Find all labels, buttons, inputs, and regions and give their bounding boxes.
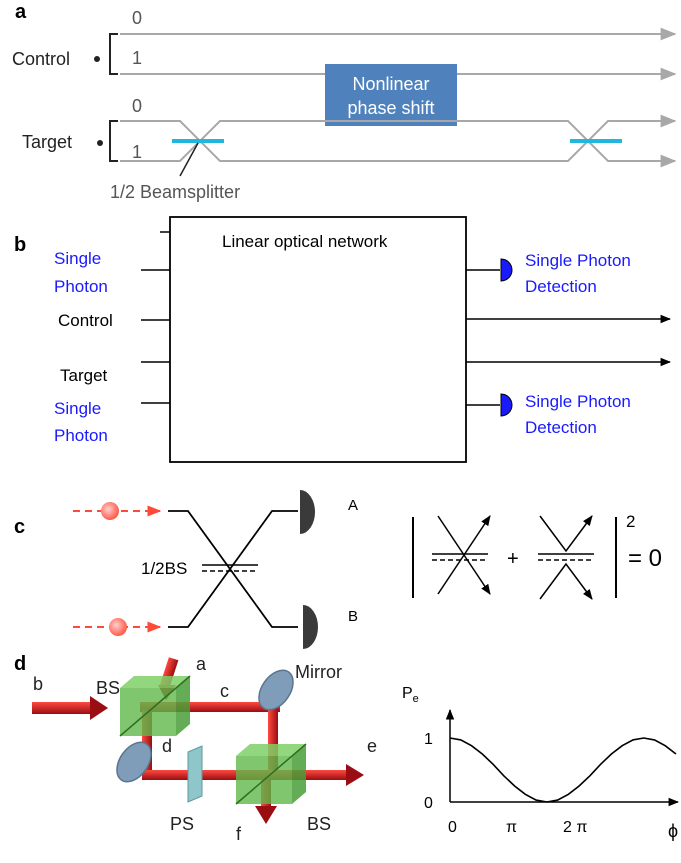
detection-2-line-1: Single Photon: [525, 392, 631, 411]
single-photon-1-line-1: Single: [54, 249, 101, 268]
chart-xtick-0: 0: [448, 819, 457, 836]
beam-e-arrowhead: [346, 764, 364, 786]
target-input-label: Target: [60, 366, 108, 385]
label-b: b: [33, 674, 43, 694]
detector-1-icon: [500, 258, 513, 282]
mirror-bottom-icon: [116, 741, 152, 783]
chart-ylabel: Pe: [402, 685, 419, 705]
detection-2-line-2: Detection: [525, 418, 597, 437]
label-bs-2: BS: [307, 814, 331, 834]
label-a: a: [196, 654, 207, 674]
target-bracket: [109, 120, 118, 162]
panel-d: d a b c: [14, 653, 377, 844]
target-bit-0: 0: [132, 96, 142, 116]
panel-a-label: a: [15, 1, 27, 23]
single-photon-1-line-2: Photon: [54, 277, 108, 296]
chart-ytick-0: 0: [424, 795, 433, 812]
panel-b-label: b: [14, 234, 26, 256]
path-lower: [168, 510, 298, 628]
target-rail-0: [120, 114, 677, 162]
label-e: e: [367, 736, 377, 756]
label-f: f: [236, 824, 242, 844]
plus-sign: +: [507, 548, 519, 570]
beamsplitter-cube-2: [235, 743, 307, 805]
detector-2-icon: [500, 393, 513, 417]
chart-xtick-2pi: 2 π: [563, 819, 587, 836]
panel-c-label: c: [14, 516, 25, 538]
chart-ylabel-sub: e: [413, 693, 419, 705]
single-photon-2-line-1: Single: [54, 399, 101, 418]
exponent: 2: [626, 512, 635, 531]
chart-series-line: [449, 737, 677, 803]
label-ps: PS: [170, 814, 194, 834]
beam-f-arrowhead: [255, 806, 277, 824]
bs-label: 1/2BS: [141, 559, 187, 578]
photon-2: [109, 618, 127, 636]
detection-1-line-1: Single Photon: [525, 251, 631, 270]
reflected-diagram: [538, 515, 594, 600]
panel-c: c 1/2BS A B + 2: [14, 490, 662, 649]
phase-shift-line-2: phase shift: [347, 98, 434, 118]
phase-shift-line-1: Nonlinear: [352, 74, 429, 94]
panel-b: b Linear optical network Single Photon C…: [14, 216, 672, 463]
detector-a-label: A: [348, 497, 358, 514]
control-bit-0: 0: [132, 8, 142, 28]
chart-ytick-1: 1: [424, 731, 433, 748]
detector-b-label: B: [348, 608, 358, 625]
phase-shifter-icon: [187, 745, 203, 803]
control-bit-1: 1: [132, 48, 142, 68]
transmitted-diagram: [432, 515, 491, 595]
panel-d-label: d: [14, 653, 26, 675]
chart-ylabel-main: P: [402, 685, 413, 702]
panel-a: a Control 0 1 Nonlinear phase shift Targ…: [12, 1, 677, 202]
control-bracket: [109, 33, 118, 75]
control-input-label: Control: [58, 311, 113, 330]
label-c: c: [220, 681, 229, 701]
linear-optical-network-box: [169, 216, 467, 463]
equals-zero: = 0: [628, 545, 662, 572]
label-bs-1: BS: [96, 678, 120, 698]
network-title: Linear optical network: [222, 232, 388, 251]
beam-c: [140, 702, 280, 712]
path-upper: [168, 510, 298, 628]
nonlinear-phase-shift-box: [325, 64, 457, 126]
target-bit-1: 1: [132, 142, 142, 162]
chart-xlabel: ϕ: [668, 821, 678, 841]
control-dot: [94, 56, 100, 62]
beam-e: [268, 770, 348, 780]
label-mirror: Mirror: [295, 662, 342, 682]
chart-xtick-pi: π: [506, 819, 517, 836]
mirror-top-icon: [258, 669, 294, 711]
beamsplitter-pointer: [179, 142, 199, 177]
beam-b: [32, 702, 92, 714]
interference-chart: Pe ϕ 1 0 0 π 2 π: [402, 685, 680, 841]
beamsplitter-label: 1/2 Beamsplitter: [110, 182, 240, 202]
target-rail-1: [120, 120, 677, 168]
photon-1: [101, 502, 119, 520]
single-photon-2-line-2: Photon: [54, 426, 108, 445]
control-label: Control: [12, 49, 70, 69]
detector-a-icon: [300, 490, 315, 534]
detector-b-icon: [303, 605, 318, 649]
beamsplitter-cube-1: [119, 675, 191, 737]
detection-1-line-2: Detection: [525, 277, 597, 296]
label-d: d: [162, 736, 172, 756]
target-dot: [97, 140, 103, 146]
beam-b-arrowhead: [90, 696, 108, 720]
target-label: Target: [22, 132, 72, 152]
beam-c-down: [268, 702, 278, 774]
